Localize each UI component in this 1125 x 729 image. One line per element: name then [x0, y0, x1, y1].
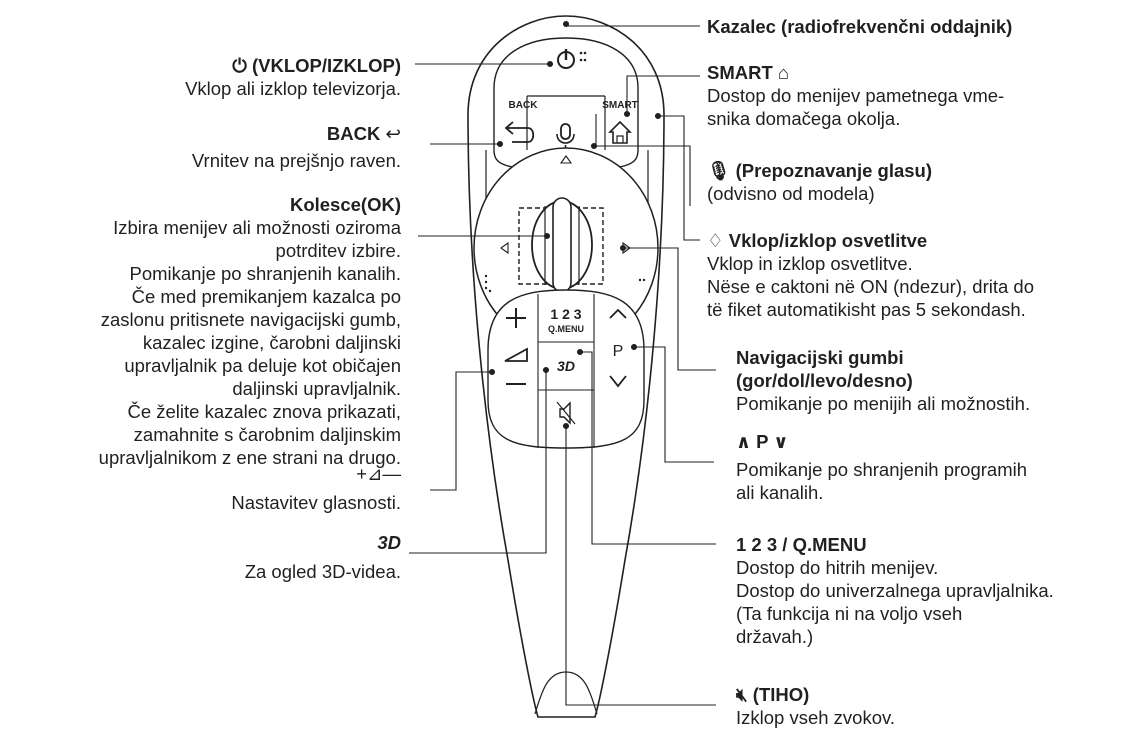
volume-desc: Nastavitev glasnosti.	[231, 491, 401, 514]
light-bulb-icon: ♢	[707, 230, 729, 251]
wheel-callout: Kolesce(OK) Izbira menijev ali možnosti …	[99, 193, 401, 469]
chevron-down-icon: ∨	[768, 431, 788, 452]
nav-callout: Navigacijski gumbi (gor/dol/levo/desno) …	[736, 346, 1030, 415]
chevron-up-icon: ∧	[736, 431, 756, 452]
volume-callout: +⊿— Nastavitev glasnosti.	[231, 462, 401, 514]
volume-symbol: +⊿—	[356, 463, 401, 484]
back-key-label: BACK	[509, 100, 539, 111]
back-arrow-icon: ↩	[380, 123, 401, 144]
home-icon: ⌂	[773, 62, 789, 83]
smart-callout: SMART ⌂ Dostop do menijev pametnega vme-…	[707, 61, 1004, 130]
program-callout: ∧ P ∨ Pomikanje po shranjenih programih …	[736, 430, 1027, 504]
threed-symbol: 3D	[377, 532, 401, 553]
power-callout: ⏻ (VKLOP/IZKLOP) Vklop ali izklop televi…	[185, 54, 401, 100]
mute-icon: 🔇︎	[736, 684, 753, 705]
threed-key-label: 3D	[557, 358, 575, 374]
pointer-callout: Kazalec (radiofrekvenčni oddajnik)	[707, 15, 1012, 38]
back-desc: Vrnitev na prejšnjo raven.	[192, 149, 401, 172]
light-callout: ♢ Vklop/izklop osvetlitve Vklop in izklo…	[707, 229, 1034, 321]
numbers-key-label: 1 2 3	[550, 306, 581, 322]
voice-callout: 🎙︎ (Prepoznavanje glasu) (odvisno od mod…	[707, 159, 932, 205]
wheel-ok-button[interactable]	[532, 198, 592, 292]
qmenu-key-label: Q.MENU	[548, 324, 584, 334]
threed-desc: Za ogled 3D-videa.	[245, 560, 401, 583]
p-key-label: P	[613, 343, 624, 360]
qmenu-button[interactable]: 1 2 3 Q.MENU	[548, 306, 584, 334]
threed-callout: 3D Za ogled 3D-videa.	[245, 531, 401, 583]
back-callout: BACK ↩ Vrnitev na prejšnjo raven.	[192, 122, 401, 172]
power-icon: ⏻	[232, 55, 252, 76]
mute-callout: 🔇︎ (TIHO) Izklop vseh zvokov.	[736, 683, 895, 729]
smart-key-label: SMART	[602, 100, 638, 111]
power-desc: Vklop ali izklop televizorja.	[185, 77, 401, 100]
threed-button[interactable]: 3D	[557, 358, 575, 374]
microphone-icon: 🎙︎	[707, 160, 736, 181]
qmenu-callout: 1 2 3 / Q.MENU Dostop do hitrih menijev.…	[736, 533, 1054, 648]
